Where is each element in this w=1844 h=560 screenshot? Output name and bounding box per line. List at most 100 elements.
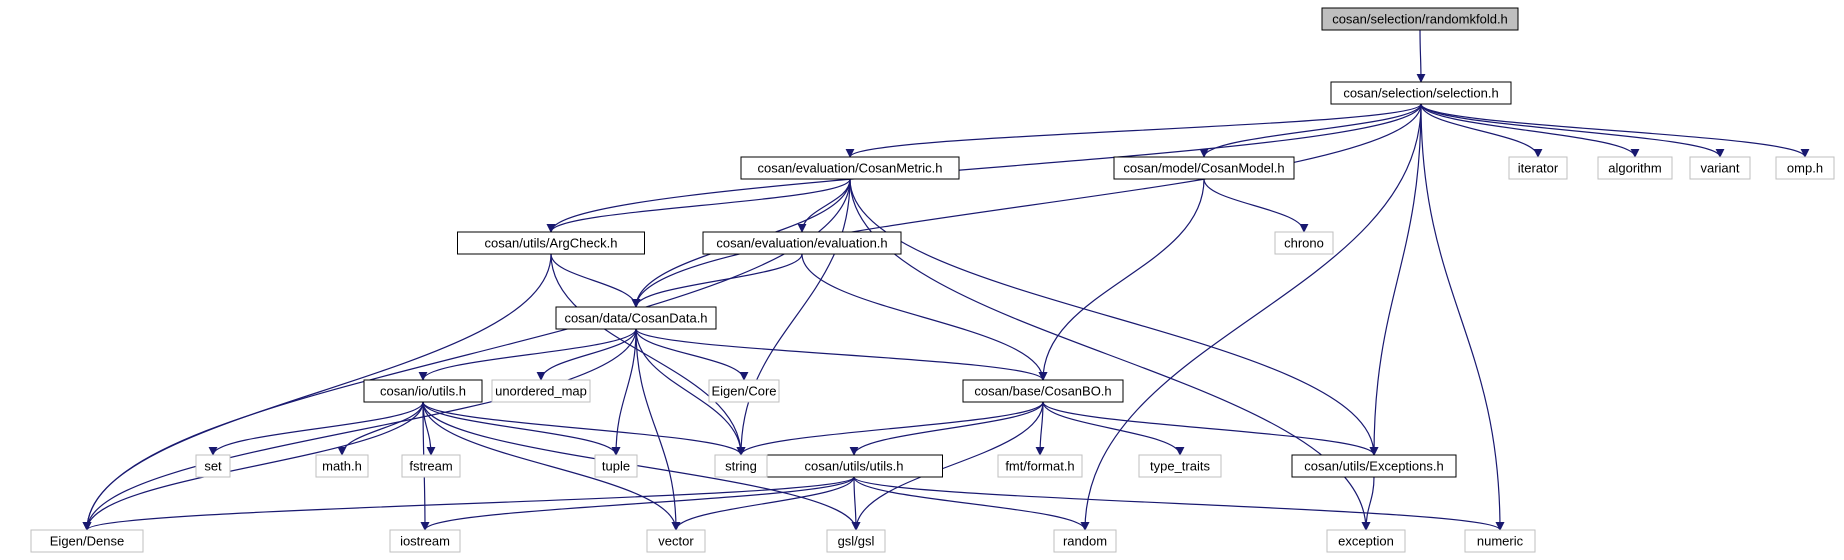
edge-cosanbo-to-type_traits — [1042, 401, 1185, 456]
node-cosanbo-box — [962, 379, 1124, 403]
edge-randomkfold-to-selection — [1416, 29, 1426, 83]
edge-selection-to-omp — [1420, 103, 1810, 158]
node-omp-label: omp.h — [1787, 160, 1823, 175]
node-unordered_map: unordered_map — [491, 379, 591, 403]
edge-evaluation-to-cosanbo — [801, 253, 1048, 381]
node-eigendense-box — [30, 529, 144, 553]
node-gslgsl: gsl/gsl — [826, 529, 886, 553]
edge-cosandata-to-eigencore — [635, 328, 749, 381]
node-exceptions-label: cosan/utils/Exceptions.h — [1304, 458, 1443, 473]
node-fmtformat: fmt/format.h — [997, 454, 1083, 478]
node-eigendense-label: Eigen/Dense — [50, 533, 124, 548]
edge-cosanmetric-to-exceptions — [849, 178, 1379, 456]
edge-utilsutils-to-eigendense — [82, 476, 855, 531]
node-argcheck-box — [457, 231, 645, 255]
edge-utilsutils-to-numeric — [853, 476, 1505, 531]
edge-cosanmodel-to-chrono — [1203, 178, 1309, 233]
node-cosanmodel-box — [1113, 156, 1295, 180]
edge-ioutils-to-tuple — [422, 401, 621, 456]
edge-cosandata-to-eigendense — [82, 328, 637, 531]
edge-selection-to-cosanmodel — [1199, 103, 1422, 158]
node-randomkfold-box — [1321, 7, 1519, 31]
node-tuple: tuple — [594, 454, 638, 478]
node-tuple-label: tuple — [602, 458, 630, 473]
edge-cosanbo-to-utilsutils — [849, 401, 1044, 456]
node-gslgsl-box — [826, 529, 886, 553]
node-set: set — [195, 454, 231, 478]
edge-layer — [82, 29, 1810, 531]
node-exception: exception — [1326, 529, 1406, 553]
node-cosanmodel[interactable]: cosan/model/CosanModel.h — [1113, 156, 1295, 180]
node-chrono: chrono — [1274, 231, 1334, 255]
node-chrono-box — [1274, 231, 1334, 255]
node-randomkfold-label: cosan/selection/randomkfold.h — [1332, 11, 1508, 26]
node-cosanmodel-label: cosan/model/CosanModel.h — [1123, 160, 1284, 175]
node-evaluation-box — [702, 231, 902, 255]
node-ioutils-label: cosan/io/utils.h — [380, 383, 466, 398]
node-vector-label: vector — [658, 533, 694, 548]
node-fmtformat-label: fmt/format.h — [1005, 458, 1074, 473]
node-ioutils-box — [363, 379, 483, 403]
edge-ioutils-to-eigendense — [82, 401, 424, 531]
node-fstream: fstream — [401, 454, 461, 478]
node-type_traits-box — [1138, 454, 1222, 478]
edge-ioutils-to-gslgsl — [422, 401, 861, 531]
node-ioutils[interactable]: cosan/io/utils.h — [363, 379, 483, 403]
node-vector: vector — [646, 529, 706, 553]
edge-selection-to-exceptions — [1369, 103, 1422, 456]
edge-cosandata-to-string — [635, 328, 746, 456]
node-utilsutils-label: cosan/utils/utils.h — [805, 458, 904, 473]
node-iterator-label: iterator — [1518, 160, 1559, 175]
node-cosanmetric[interactable]: cosan/evaluation/CosanMetric.h — [740, 156, 960, 180]
node-selection-label: cosan/selection/selection.h — [1343, 85, 1498, 100]
edge-ioutils-to-string — [422, 401, 746, 456]
node-exceptions[interactable]: cosan/utils/Exceptions.h — [1291, 454, 1457, 478]
node-string: string — [714, 454, 768, 478]
edge-cosanmetric-to-argcheck — [546, 178, 851, 233]
node-algorithm-box — [1597, 156, 1673, 180]
node-algorithm-label: algorithm — [1608, 160, 1661, 175]
edge-selection-to-cosandata — [631, 103, 1422, 308]
edge-cosanbo-to-string — [736, 401, 1044, 456]
node-iterator: iterator — [1508, 156, 1568, 180]
node-argcheck[interactable]: cosan/utils/ArgCheck.h — [457, 231, 645, 255]
node-iostream-box — [389, 529, 461, 553]
edge-ioutils-to-vector — [422, 401, 681, 531]
node-omp: omp.h — [1775, 156, 1835, 180]
node-selection[interactable]: cosan/selection/selection.h — [1330, 81, 1512, 105]
node-random-box — [1053, 529, 1117, 553]
edge-argcheck-to-eigendense — [82, 253, 552, 531]
edge-argcheck-to-string — [550, 253, 746, 456]
edge-cosandata-to-cosanbo — [635, 328, 1048, 381]
node-fstream-box — [401, 454, 461, 478]
node-cosandata[interactable]: cosan/data/CosanData.h — [555, 306, 717, 330]
edge-selection-to-variant — [1420, 103, 1725, 158]
node-argcheck-label: cosan/utils/ArgCheck.h — [485, 235, 618, 250]
edge-cosanbo-to-gslgsl — [851, 401, 1044, 531]
node-eigencore-box — [708, 379, 780, 403]
node-variant-label: variant — [1700, 160, 1739, 175]
node-cosanmetric-box — [740, 156, 960, 180]
node-type_traits-label: type_traits — [1150, 458, 1210, 473]
node-evaluation[interactable]: cosan/evaluation/evaluation.h — [702, 231, 902, 255]
edge-cosandata-to-tuple — [611, 328, 637, 456]
edge-selection-to-algorithm — [1420, 103, 1640, 158]
node-omp-box — [1775, 156, 1835, 180]
edge-argcheck-to-cosandata — [550, 253, 641, 308]
node-gslgsl-label: gsl/gsl — [838, 533, 875, 548]
node-randomkfold[interactable]: cosan/selection/randomkfold.h — [1321, 7, 1519, 31]
edge-cosanmetric-to-string — [736, 178, 851, 456]
node-algorithm: algorithm — [1597, 156, 1673, 180]
node-variant: variant — [1689, 156, 1751, 180]
node-cosanbo[interactable]: cosan/base/CosanBO.h — [962, 379, 1124, 403]
node-random-label: random — [1063, 533, 1107, 548]
node-cosanmetric-label: cosan/evaluation/CosanMetric.h — [758, 160, 943, 175]
node-chrono-label: chrono — [1284, 235, 1324, 250]
node-cosandata-box — [555, 306, 717, 330]
node-cosanbo-label: cosan/base/CosanBO.h — [974, 383, 1111, 398]
node-utilsutils[interactable]: cosan/utils/utils.h — [765, 454, 943, 478]
edge-utilsutils-to-random — [853, 476, 1090, 531]
node-set-box — [195, 454, 231, 478]
node-iterator-box — [1508, 156, 1568, 180]
node-cosandata-label: cosan/data/CosanData.h — [564, 310, 707, 325]
